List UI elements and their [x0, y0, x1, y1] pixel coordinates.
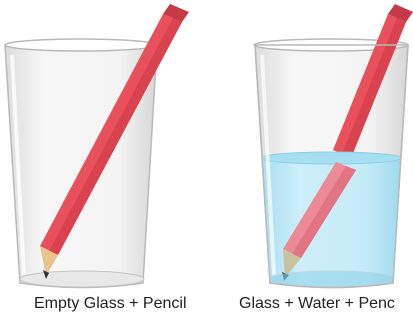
pencil-tip-wood — [40, 246, 58, 276]
glass-highlight — [10, 54, 26, 276]
caption-water-glass: Glass + Water + Penc — [239, 295, 395, 312]
glass-base — [19, 270, 145, 288]
pencil-body-refracted-shade — [292, 166, 356, 258]
pencil-body-shade — [49, 18, 182, 255]
glass-rim — [4, 38, 158, 52]
glass-outline-right — [254, 44, 409, 289]
pencil-right-above-water — [333, 4, 413, 158]
pencil-end — [388, 4, 413, 22]
pencil-end — [163, 4, 189, 22]
pencil-tip-wood — [283, 249, 301, 278]
pencil-lead — [43, 270, 49, 279]
caption-empty-glass: Empty Glass + Pencil — [34, 295, 187, 312]
pencil-body-shade — [342, 18, 406, 158]
water-surface — [259, 151, 403, 165]
glass-highlight-right — [260, 54, 276, 276]
pencil-right-under-water — [282, 162, 356, 281]
pencil-left — [40, 4, 189, 279]
